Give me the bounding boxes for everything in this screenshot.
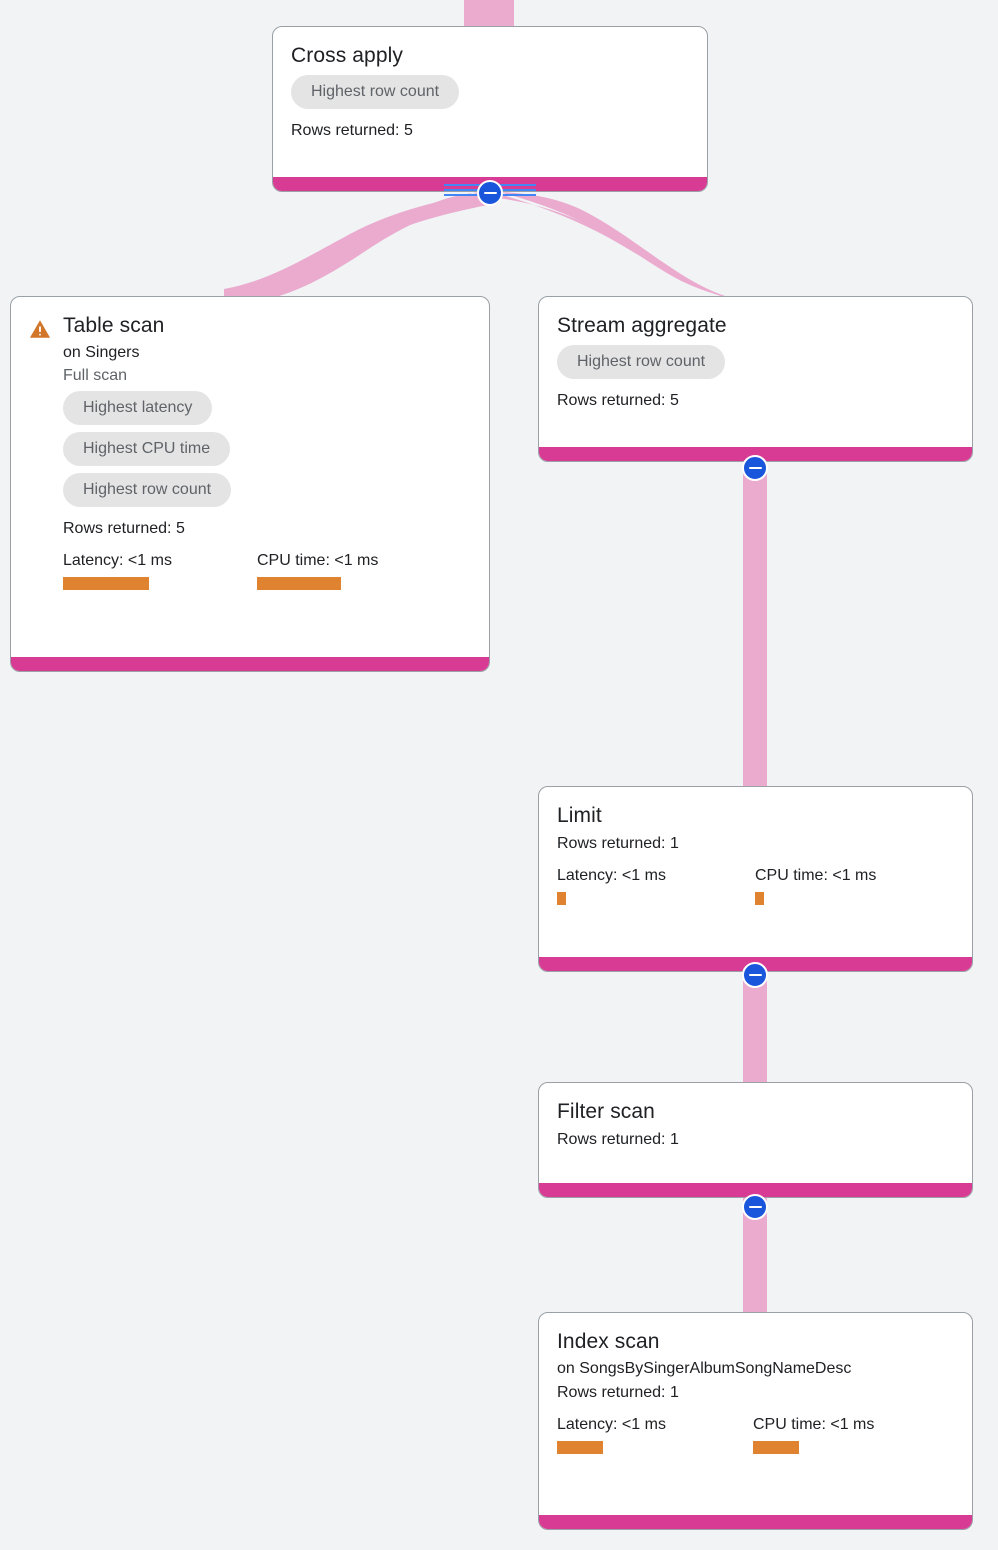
edge-left-branch: [224, 192, 487, 300]
node-body: Filter scan Rows returned: 1: [539, 1083, 972, 1183]
node-rows-returned: Rows returned: 5: [557, 392, 679, 409]
edge-cross-apply-to-table-scan-shape: [224, 194, 485, 298]
edge-cross-apply-to-table-scan: [224, 196, 484, 300]
warning-icon: [29, 320, 51, 338]
collapse-toggle-filter-scan[interactable]: [742, 1194, 768, 1220]
node-header: Cross apply: [291, 41, 689, 71]
metric-latency: Latency: <1 ms: [63, 550, 257, 590]
metric-cpu-bar: [753, 1441, 799, 1454]
metric-latency-label: Latency: <1 ms: [557, 1416, 666, 1433]
plan-node-limit[interactable]: Limit Rows returned: 1 Latency: <1 ms CP…: [538, 786, 973, 972]
node-rows-returned: Rows returned: 1: [557, 1384, 679, 1401]
node-accent-bar: [539, 1515, 972, 1529]
metric-cpu-time: CPU time: <1 ms: [257, 550, 378, 590]
ribbon-cross-apply-table-scan-thick: [224, 192, 492, 301]
node-rows-returned: Rows returned: 1: [557, 1131, 679, 1148]
metric-latency-label: Latency: <1 ms: [557, 867, 666, 884]
node-rows-returned: Rows returned: 1: [557, 835, 679, 852]
collapse-toggle-limit[interactable]: [742, 962, 768, 988]
node-body: Cross apply Highest row count Rows retur…: [273, 27, 707, 177]
node-scan-type: Full scan: [63, 367, 128, 384]
chip-highest-row-count: Highest row count: [63, 473, 232, 507]
node-body: Stream aggregate Highest row count Rows …: [539, 297, 972, 447]
node-title: Limit: [557, 804, 602, 827]
chip-highest-cpu-time: Highest CPU time: [63, 432, 231, 466]
collapse-toggle-stream-aggregate[interactable]: [742, 455, 768, 481]
node-accent-bar: [539, 1183, 972, 1197]
node-body: Index scan on SongsBySingerAlbumSongName…: [539, 1313, 972, 1515]
node-chips: Highest row count: [291, 75, 689, 116]
node-rows-returned: Rows returned: 5: [63, 520, 185, 537]
node-title: Index scan: [557, 1330, 660, 1353]
node-metrics: Latency: <1 ms CPU time: <1 ms: [557, 1414, 954, 1454]
metric-cpu-label: CPU time: <1 ms: [755, 867, 877, 884]
node-subtitle: on SongsBySingerAlbumSongNameDesc: [557, 1360, 852, 1377]
ribbon-cross-apply-table-scan: [224, 191, 496, 300]
node-title: Stream aggregate: [557, 314, 727, 337]
plan-node-filter-scan[interactable]: Filter scan Rows returned: 1: [538, 1082, 973, 1198]
metric-latency: Latency: <1 ms: [557, 865, 755, 905]
metric-cpu-label: CPU time: <1 ms: [753, 1416, 875, 1433]
metric-latency-bar: [557, 892, 566, 905]
plan-node-table-scan[interactable]: Table scan on Singers Full scan Highest …: [10, 296, 490, 672]
ribbon-to-stream-aggregate: [492, 190, 780, 302]
node-title: Cross apply: [291, 44, 403, 67]
metric-latency-bar: [557, 1441, 603, 1454]
collapse-toggle-cross-apply[interactable]: [477, 180, 503, 206]
ribbon-to-stream-aggregate-body: [489, 191, 780, 302]
metric-latency: Latency: <1 ms: [557, 1414, 753, 1454]
ribbon-to-table-scan: [224, 190, 492, 302]
node-title: Table scan: [63, 314, 165, 337]
node-title: Filter scan: [557, 1100, 655, 1123]
edge-stream-to-limit: [743, 462, 767, 788]
metric-cpu-bar: [257, 577, 341, 590]
node-accent-bar: [539, 447, 972, 461]
node-rows-returned: Rows returned: 5: [291, 122, 413, 139]
metric-cpu-time: CPU time: <1 ms: [755, 865, 876, 905]
branch-ribbons: [224, 192, 498, 302]
chip-highest-row-count: Highest row count: [291, 75, 460, 109]
node-subtitle: on Singers: [63, 344, 140, 361]
ribbon-to-table-scan-body: [224, 191, 490, 302]
node-chips: Highest row count: [557, 345, 954, 386]
node-chips: Highest latency Highest CPU time Highest…: [63, 391, 471, 514]
plan-node-stream-aggregate[interactable]: Stream aggregate Highest row count Rows …: [538, 296, 973, 462]
node-header: Table scan on Singers Full scan Highest …: [29, 311, 471, 590]
chip-highest-row-count: Highest row count: [557, 345, 726, 379]
node-metrics: Latency: <1 ms CPU time: <1 ms: [557, 865, 954, 905]
plan-node-cross-apply[interactable]: Cross apply Highest row count Rows retur…: [272, 26, 708, 192]
plan-node-index-scan[interactable]: Index scan on SongsBySingerAlbumSongName…: [538, 1312, 973, 1530]
edge-cross-to-table: [224, 194, 496, 302]
metric-cpu-time: CPU time: <1 ms: [753, 1414, 874, 1454]
node-body: Limit Rows returned: 1 Latency: <1 ms CP…: [539, 787, 972, 957]
node-accent-bar: [11, 657, 489, 671]
metric-latency-label: Latency: <1 ms: [63, 552, 172, 569]
chip-highest-latency: Highest latency: [63, 391, 213, 425]
metric-latency-bar: [63, 577, 149, 590]
node-body: Table scan on Singers Full scan Highest …: [11, 297, 489, 657]
metric-cpu-bar: [755, 892, 764, 905]
edge-left: [222, 186, 484, 302]
metric-cpu-label: CPU time: <1 ms: [257, 552, 379, 569]
node-metrics: Latency: <1 ms CPU time: <1 ms: [63, 550, 471, 590]
edge-root-to-cross-apply: [464, 0, 514, 28]
